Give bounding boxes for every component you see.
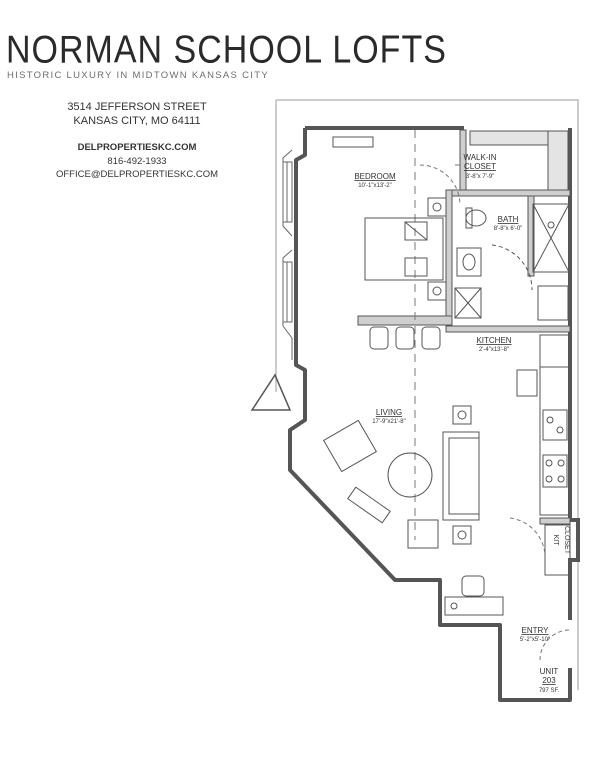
outer-building-line — [276, 99, 579, 690]
kitchen-counters — [516, 334, 571, 516]
living-dims: 17'-9"x21'-8" — [372, 419, 406, 425]
bedroom-closet-door — [419, 164, 461, 206]
walkin-closet-shelving — [469, 130, 569, 192]
dashed-lines — [414, 130, 460, 540]
address-city: KANSAS CITY, MO 64111 — [73, 115, 201, 127]
interior-walls — [357, 129, 571, 525]
kitchen-label: KITCHEN — [476, 336, 511, 345]
brand-subtitle: HISTORIC LUXURY IN MIDTOWN KANSAS CITY — [7, 70, 269, 81]
exterior-wall-top — [305, 126, 464, 132]
entry-door — [509, 517, 546, 556]
walkin-label-2: CLOSET — [464, 162, 496, 171]
unit-area: 797 SF. — [539, 688, 560, 694]
contact-email[interactable]: OFFICE@DELPROPERTIESKC.COM — [55, 169, 219, 180]
address-street: 3514 JEFFERSON STREET — [67, 101, 207, 113]
bedroom-dims: 10'-1"x13'-2" — [358, 183, 392, 189]
brand-title: NORMAN SCHOOL LOFTS — [6, 28, 447, 72]
unit-door — [539, 629, 571, 661]
left-entrance-bay — [250, 373, 292, 411]
window-group — [282, 149, 293, 360]
contact-phone[interactable]: 816-492-1933 — [107, 156, 167, 167]
kit-closet-box — [544, 524, 571, 576]
living-furniture — [322, 405, 480, 549]
entry-label: ENTRY — [522, 626, 550, 635]
desk-chair — [444, 575, 504, 616]
living-label: LIVING — [376, 408, 402, 417]
bar-stools — [369, 326, 441, 350]
exterior-wall-right — [568, 128, 580, 620]
walkin-dims: 3'-8"x 7'-9" — [466, 174, 495, 180]
contact-website[interactable]: DELPROPERTIESKC.COM — [77, 142, 197, 153]
unit-number: 203 — [542, 676, 556, 685]
kitchen-dims: 2'-4"x13'-8" — [479, 347, 509, 353]
unit-label: UNIT — [540, 667, 559, 676]
bath-dims: 8'-8"x 6'-0" — [494, 226, 523, 232]
bedroom-label: BEDROOM — [354, 172, 396, 181]
bath-label: BATH — [498, 215, 519, 224]
bath-fixtures — [454, 203, 570, 321]
kit-closet-label-2: CLOSET — [563, 526, 570, 555]
walkin-label-1: WALK-IN — [463, 153, 496, 162]
entry-dims: 5'-2"x5'-10" — [520, 637, 550, 643]
kit-closet-label-1: KIT — [552, 535, 559, 547]
bed — [332, 136, 447, 301]
exterior-wall — [288, 128, 572, 702]
